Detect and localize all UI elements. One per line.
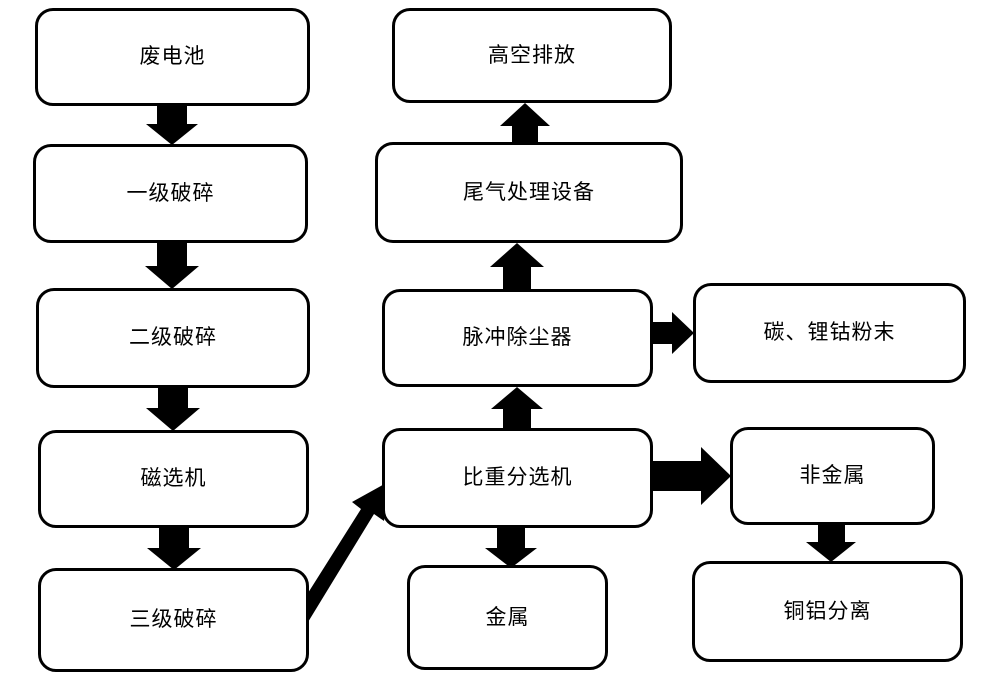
node-label-secondary-crushing: 二级破碎 xyxy=(129,325,217,350)
node-waste-battery[interactable]: 废电池 xyxy=(35,8,310,106)
node-tertiary-crushing[interactable]: 三级破碎 xyxy=(38,568,309,672)
node-label-gravity-separator: 比重分选机 xyxy=(462,465,573,490)
node-magnetic-separator[interactable]: 磁选机 xyxy=(38,430,309,528)
node-label-non-metal: 非金属 xyxy=(799,463,866,488)
node-high-altitude-discharge[interactable]: 高空排放 xyxy=(392,8,672,103)
node-label-magnetic-separator: 磁选机 xyxy=(140,466,207,491)
arrow-gravity-separator-to-pulse-dust-collector xyxy=(491,387,543,428)
arrow-secondary-crushing-to-magnetic-separator xyxy=(146,385,200,431)
arrow-non-metal-to-copper-aluminum-separation xyxy=(806,524,856,562)
node-gravity-separator[interactable]: 比重分选机 xyxy=(382,428,653,528)
arrow-gravity-separator-to-non-metal xyxy=(653,447,731,505)
arrow-primary-crushing-to-secondary-crushing xyxy=(145,240,199,289)
node-label-primary-crushing: 一级破碎 xyxy=(126,180,215,205)
node-label-copper-aluminum-separation: 铜铝分离 xyxy=(783,598,872,623)
arrow-tertiary-crushing-to-gravity-separator xyxy=(296,482,388,627)
node-primary-crushing[interactable]: 一级破碎 xyxy=(33,144,308,243)
node-label-pulse-dust-collector: 脉冲除尘器 xyxy=(462,325,573,350)
arrow-magnetic-separator-to-tertiary-crushing xyxy=(147,525,201,570)
arrow-exhaust-treatment-to-high-altitude-discharge xyxy=(500,103,550,143)
node-carbon-lithium-cobalt-powder[interactable]: 碳、锂钴粉末 xyxy=(693,283,966,383)
node-label-high-altitude-discharge: 高空排放 xyxy=(488,42,576,67)
node-pulse-dust-collector[interactable]: 脉冲除尘器 xyxy=(382,289,653,387)
arrow-pulse-dust-collector-to-exhaust-treatment xyxy=(490,243,544,290)
node-exhaust-treatment[interactable]: 尾气处理设备 xyxy=(375,142,683,243)
node-non-metal[interactable]: 非金属 xyxy=(730,427,935,525)
node-label-exhaust-treatment: 尾气处理设备 xyxy=(463,179,595,204)
arrow-waste-battery-to-primary-crushing xyxy=(146,103,198,145)
node-label-tertiary-crushing: 三级破碎 xyxy=(129,607,218,632)
node-copper-aluminum-separation[interactable]: 铜铝分离 xyxy=(692,561,963,662)
arrow-gravity-separator-to-metal xyxy=(485,527,537,568)
node-label-waste-battery: 废电池 xyxy=(139,44,206,69)
node-label-carbon-lithium-cobalt-powder: 碳、锂钴粉末 xyxy=(763,320,896,345)
node-metal[interactable]: 金属 xyxy=(407,565,608,670)
node-secondary-crushing[interactable]: 二级破碎 xyxy=(36,288,310,388)
node-label-metal: 金属 xyxy=(485,604,530,629)
arrow-pulse-dust-collector-to-carbon-lithium-cobalt-powder xyxy=(653,312,694,354)
